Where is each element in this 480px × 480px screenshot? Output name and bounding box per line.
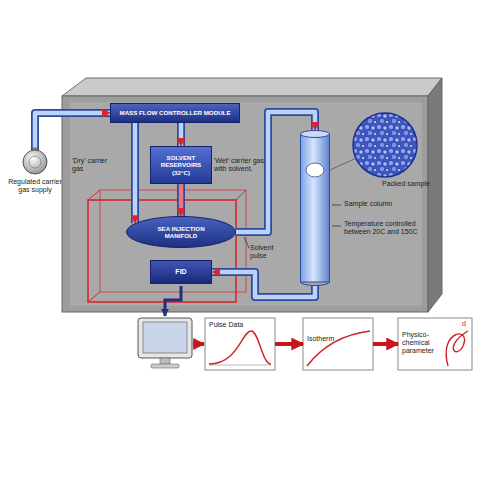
- pipe-core: [179, 184, 184, 216]
- result-curves: [209, 331, 468, 366]
- gas-pipe: [135, 123, 136, 223]
- packed-sample-shape: [352, 112, 418, 178]
- node-label: Isotherm: [307, 335, 369, 343]
- gas-pipe: [236, 112, 315, 232]
- result-panel: Physico-chemical parameter: [398, 318, 472, 370]
- result-panels: [205, 318, 472, 370]
- pipe-core: [236, 112, 315, 232]
- axis-letter: d: [462, 320, 470, 328]
- controller-box: MASS FLOW CONTROLLER MODULE: [110, 103, 240, 123]
- pipe-core: [373, 342, 398, 346]
- pipe-wall: [177, 123, 185, 146]
- computer-monitor: [138, 318, 192, 368]
- pipe-core: [133, 123, 138, 223]
- node-label: SOLVENT RESERVOIRS (32°C): [154, 154, 208, 175]
- node-label: Physico-chemical parameter: [402, 331, 442, 355]
- packed-sample: Packed sample: [352, 112, 418, 178]
- pipe-wall: [236, 112, 315, 232]
- signal-arrow: [165, 286, 181, 316]
- pipe-core: [35, 113, 110, 150]
- gas-pipe: [181, 184, 182, 216]
- callout-label: Solvent pulse: [250, 244, 284, 260]
- pipe-wall: [212, 272, 315, 297]
- heated-region: [88, 190, 246, 302]
- gas-pipe: [212, 272, 315, 297]
- gas-supply-shape: [6, 148, 64, 198]
- pipe-core: [179, 123, 184, 146]
- callout-label: 'Dry' carrier gas: [72, 157, 116, 173]
- node-label: SEA INJECTION MANIFOLD: [142, 225, 220, 239]
- node-label: Regulated carrier gas supply: [6, 178, 64, 194]
- detector-box: FID: [150, 260, 212, 284]
- gas-supply: Regulated carrier gas supply: [6, 148, 64, 198]
- flow-arrow: [193, 342, 204, 346]
- gas-pipe: [181, 123, 182, 146]
- pipe-core: [330, 158, 356, 170]
- result-panel: Pulse Data: [205, 318, 275, 370]
- leader-lines: [244, 205, 341, 248]
- node-label: FID: [154, 268, 208, 276]
- result-panel: Isotherm: [303, 318, 373, 370]
- pipe-wall: [35, 113, 110, 150]
- pipe-wall: [131, 123, 139, 223]
- sample-column-shape: [300, 130, 330, 286]
- flow-arrow: [275, 344, 303, 345]
- node-label: MASS FLOW CONTROLLER MODULE: [114, 109, 236, 116]
- node-label: Pulse Data: [209, 321, 271, 329]
- pipe-core: [275, 342, 303, 346]
- callout-label: 'Wet' carrier gas with solvent.: [214, 157, 264, 173]
- reservoir-box: SOLVENT RESERVOIRS (32°C): [150, 146, 212, 184]
- magnifier-line: [330, 158, 356, 170]
- pipe-core: [212, 272, 315, 297]
- pipe-wall: [177, 184, 185, 216]
- sample-column: Sample columnTemperature controlled betw…: [300, 130, 330, 286]
- manifold-ellipse-shape: [126, 216, 236, 248]
- callout-label: Packed sample: [382, 180, 430, 188]
- cabinet: [62, 78, 442, 312]
- callout-label: Sample column: [344, 200, 424, 208]
- gas-pipe: [35, 113, 110, 150]
- callout-label: Temperature controlled between 20C and 1…: [344, 220, 428, 236]
- manifold-ellipse: SEA INJECTION MANIFOLD: [126, 216, 236, 248]
- flow-arrow: [373, 344, 398, 345]
